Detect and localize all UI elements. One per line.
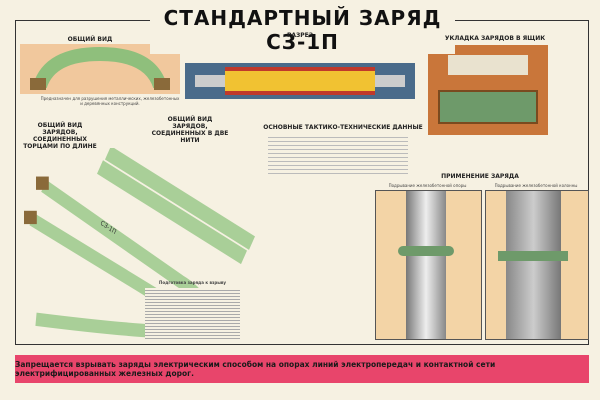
general-view-heading: ОБЩИЙ ВИД [67, 36, 113, 43]
section-drawing [185, 55, 415, 105]
section-heading: РАЗРЕЗ [286, 32, 314, 39]
support-caption: Подрывание железобетонной опоры [388, 183, 467, 188]
specs-table [268, 134, 408, 174]
application-heading: ПРИМЕНЕНИЕ ЗАРЯДА [441, 173, 519, 180]
specs-heading: ОСНОВНЫЕ ТАКТИКО-ТЕХНИЧЕСКИЕ ДАННЫЕ [263, 124, 423, 131]
box-heading: УКЛАДКА ЗАРЯДОВ В ЯЩИК [444, 35, 546, 42]
box-illustration [428, 45, 548, 135]
column-caption: Подрывание железобетонной колонны [494, 183, 578, 188]
warning-banner: Запрещается взрывать заряды электрически… [15, 355, 589, 383]
two-threads-heading: ОБЩИЙ ВИД ЗАРЯДОВ, СОЕДИНЕННЫХ В ДВЕ НИТ… [151, 116, 229, 144]
poster-title: СТАНДАРТНЫЙ ЗАРЯД СЗ-1П [150, 6, 455, 54]
preparation-heading: Подготовка заряда к взрыву [159, 280, 226, 285]
general-view-caption: Предназначен для разрушения металлически… [40, 96, 180, 106]
end-to-end-heading: ОБЩИЙ ВИД ЗАРЯДОВ, СОЕДИНЕННЫХ ТОРЦАМИ П… [23, 122, 97, 150]
charge-illustration [30, 46, 170, 90]
support-panel [375, 190, 482, 340]
column-panel [485, 190, 589, 340]
preparation-text [145, 288, 240, 340]
